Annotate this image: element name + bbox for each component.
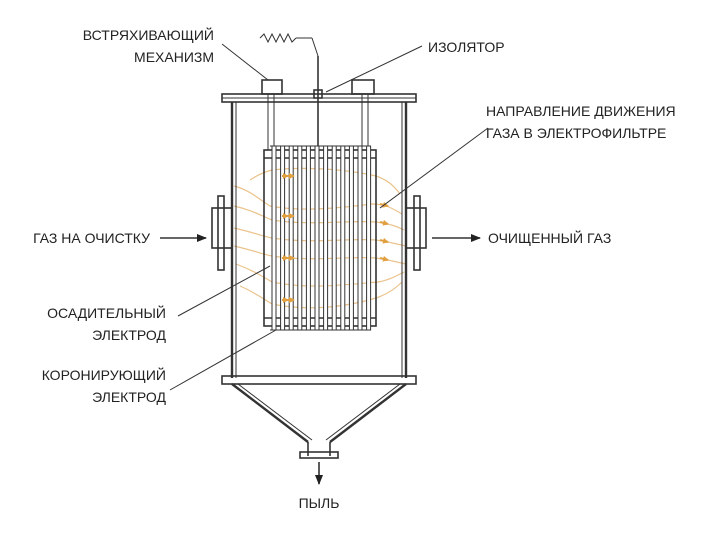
label-collecting-line2: ЭЛЕКТРОД bbox=[92, 327, 166, 343]
collecting-electrode-plate bbox=[288, 145, 294, 331]
label-gas-direction-line1: НАПРАВЛЕНИЕ ДВИЖЕНИЯ bbox=[486, 103, 676, 119]
collecting-electrode-plate bbox=[280, 145, 286, 331]
label-dust: ПЫЛЬ bbox=[299, 495, 340, 511]
electrode-bank bbox=[263, 145, 377, 331]
gas-outlet-nozzle bbox=[405, 195, 427, 271]
collecting-electrode-plate bbox=[340, 145, 346, 331]
vessel-body bbox=[221, 93, 417, 459]
collecting-electrode-plate bbox=[305, 145, 311, 331]
flow-arrows bbox=[160, 234, 481, 485]
label-corona-line2: ЭЛЕКТРОД bbox=[92, 389, 166, 405]
label-collecting-line1: ОСАДИТЕЛЬНЫЙ bbox=[47, 304, 166, 321]
collecting-electrode-plate bbox=[297, 145, 303, 331]
top-housings bbox=[259, 32, 375, 150]
collecting-electrode-plate bbox=[271, 145, 277, 331]
gas-inlet-nozzle bbox=[211, 195, 233, 271]
label-gas-out: ОЧИЩЕННЫЙ ГАЗ bbox=[488, 229, 611, 246]
collecting-electrode-plate bbox=[357, 145, 363, 331]
callout-leaders bbox=[169, 43, 489, 391]
label-shaker-line2: МЕХАНИЗМ bbox=[134, 49, 214, 65]
collecting-electrode-plate bbox=[348, 145, 354, 331]
gas-mark bbox=[379, 255, 389, 262]
label-shaker-line1: ВСТРЯХИВАЮЩИЙ bbox=[83, 26, 214, 43]
gas-flow-lines bbox=[233, 167, 407, 309]
collecting-electrode-plate bbox=[314, 145, 320, 331]
collecting-electrode-plate bbox=[323, 145, 329, 331]
collecting-electrode-plate bbox=[331, 145, 337, 331]
gas-direction-marks bbox=[282, 173, 389, 303]
label-gas-direction-line2: ГАЗА В ЭЛЕКТРОФИЛЬТРЕ bbox=[486, 125, 666, 141]
label-corona-line1: КОРОНИРУЮЩИЙ bbox=[42, 366, 166, 383]
gas-mark bbox=[379, 237, 389, 244]
collecting-electrode-plate bbox=[366, 145, 372, 331]
label-insulator: ИЗОЛЯТОР bbox=[428, 39, 505, 55]
gas-mark bbox=[379, 219, 389, 226]
label-gas-in: ГАЗ НА ОЧИСТКУ bbox=[33, 230, 150, 246]
